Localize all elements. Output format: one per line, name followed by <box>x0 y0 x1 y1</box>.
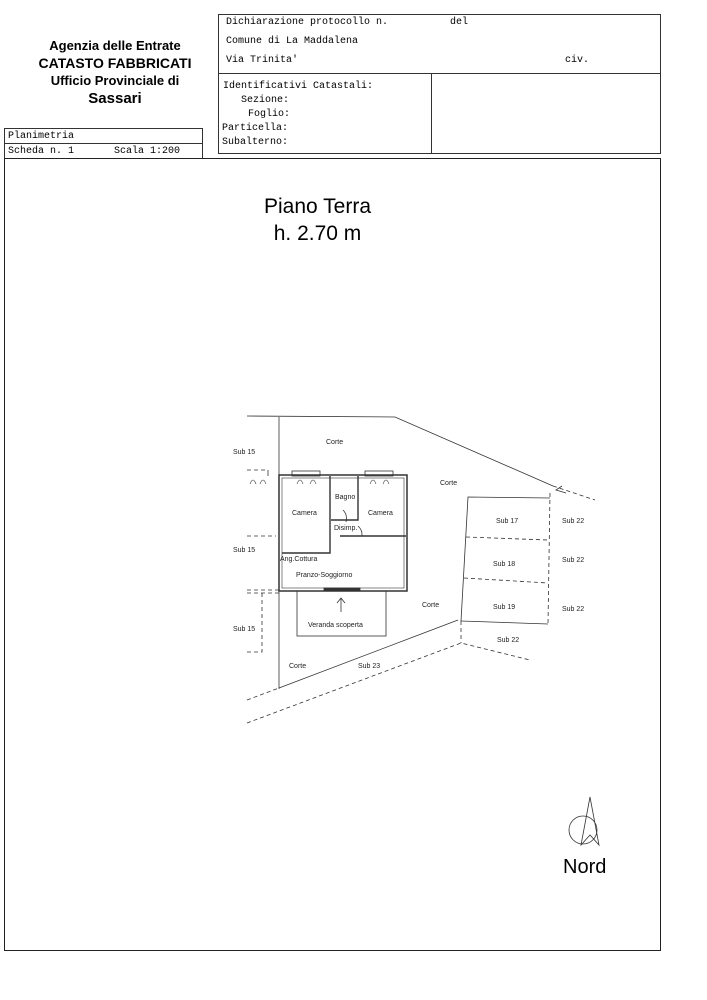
label-sub23: Sub 23 <box>358 663 380 670</box>
boundary-top-dashed <box>552 485 596 501</box>
sheet-type: Planimetria <box>8 131 75 142</box>
label-sub22: Sub 22 <box>562 606 584 613</box>
north-label: Nord <box>563 856 606 878</box>
label-corte: Corte <box>326 439 343 446</box>
label-sub15: Sub 15 <box>233 626 255 633</box>
registry-name: CATASTO FABBRICATI <box>38 55 192 71</box>
boundary-bottom <box>278 619 459 689</box>
protocol-label: Dichiarazione protocollo n. <box>226 17 389 28</box>
label-sub17: Sub 17 <box>496 518 518 525</box>
label-corte: Corte <box>422 602 439 609</box>
identifiers-title: Identificativi Catastali: <box>223 81 374 92</box>
north-arrow-icon <box>580 796 600 847</box>
office-name: Ufficio Provinciale di <box>50 73 180 88</box>
sezione-label: Sezione: <box>241 95 290 106</box>
particella-label: Particella: <box>222 123 289 134</box>
street: Via Trinita' <box>226 55 299 66</box>
label-corte: Corte <box>440 480 457 487</box>
label-sub15: Sub 15 <box>233 547 255 554</box>
label-sub22: Sub 22 <box>562 518 584 525</box>
label-sub15: Sub 15 <box>233 449 255 456</box>
identifiers-divider <box>431 73 432 154</box>
label-bagno: Bagno <box>335 494 355 501</box>
label-pranzo-soggiorno: Pranzo-Soggiorno <box>296 572 353 579</box>
label-sub22: Sub 22 <box>562 557 584 564</box>
label-veranda: Veranda scoperta <box>308 622 363 629</box>
identifiers-box <box>218 73 661 154</box>
sheet-scale: Scala 1:200 <box>114 146 181 157</box>
label-sub18: Sub 18 <box>493 561 515 568</box>
civic-label: civ. <box>565 55 590 66</box>
label-corte: Corte <box>289 663 306 670</box>
parcels-outline <box>460 496 551 622</box>
veranda-outline <box>296 590 387 637</box>
sheet-divider <box>4 143 203 144</box>
label-sub19: Sub 19 <box>493 604 515 611</box>
floor-title: Piano Terra <box>263 195 371 218</box>
municipality: Comune di La Maddalena <box>226 36 359 47</box>
agency-name: Agenzia delle Entrate <box>49 38 181 53</box>
label-disimpegno: Disimp. <box>334 525 357 532</box>
date-label: del <box>450 17 469 28</box>
drawing-frame <box>4 158 661 951</box>
compass-circle <box>568 815 598 845</box>
floor-height: h. 2.70 m <box>273 222 362 245</box>
subalterno-label: Subalterno: <box>222 137 289 148</box>
sheet-number: Scheda n. 1 <box>8 146 75 157</box>
sub23-boundary <box>246 642 531 724</box>
foglio-label: Foglio: <box>248 109 291 120</box>
label-sub22: Sub 22 <box>497 637 519 644</box>
label-camera: Camera <box>368 510 393 517</box>
office-city: Sassari <box>88 90 142 107</box>
boundary-top <box>246 415 554 487</box>
label-angolo-cottura: Ang.Cottura <box>280 556 317 563</box>
label-camera: Camera <box>292 510 317 517</box>
